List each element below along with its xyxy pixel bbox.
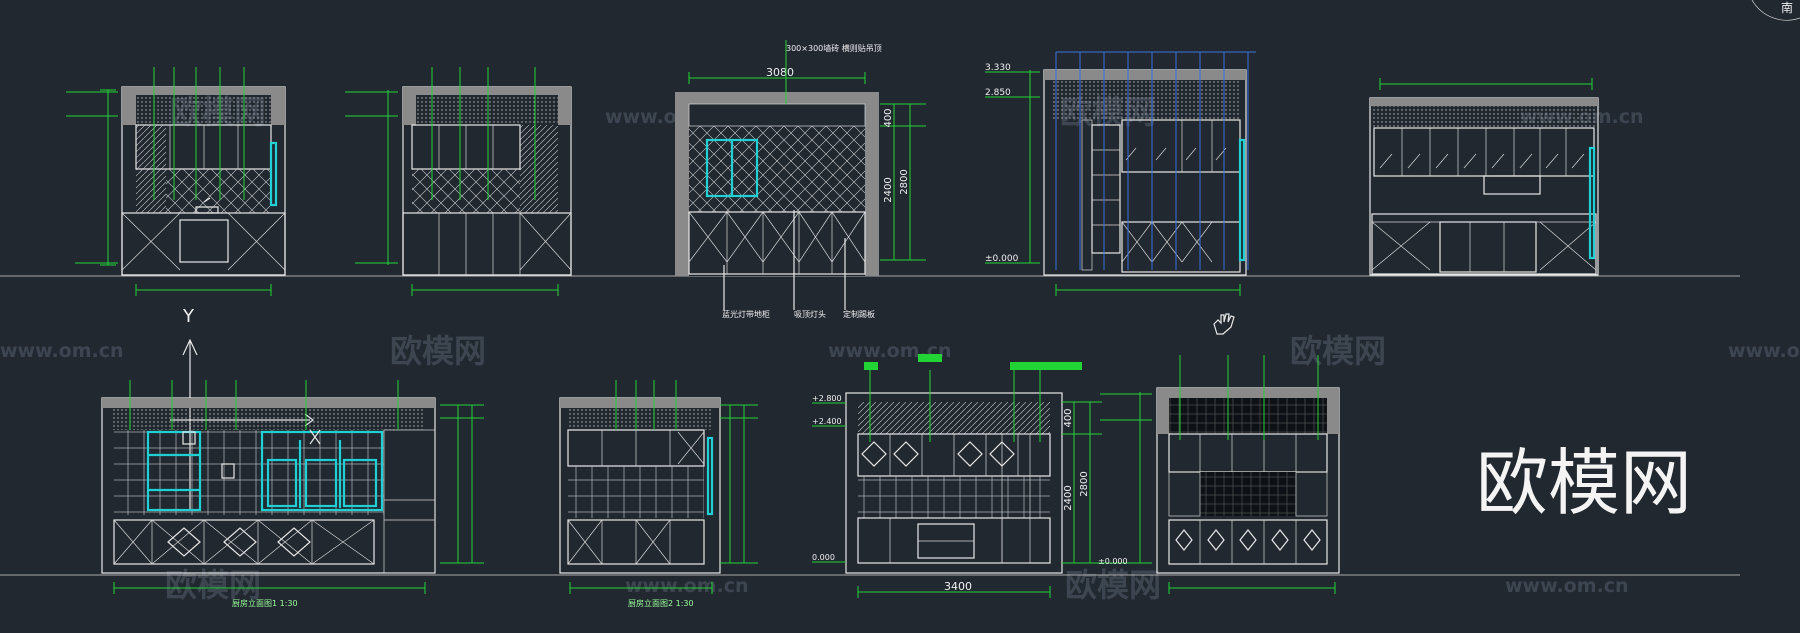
elevation-top-2[interactable] <box>345 67 572 296</box>
watermark-url: www.om.cn <box>0 340 124 362</box>
elevation-bottom-4[interactable]: ±0.000 <box>1098 355 1340 594</box>
watermark-url: www.om.cn <box>1505 575 1629 597</box>
elev-0000: ±0.000 <box>985 254 1019 264</box>
watermark-brand: 欧模网 <box>165 566 261 604</box>
pan-cursor-icon <box>1213 313 1235 335</box>
dim-400b: 400 <box>1063 408 1074 427</box>
caption-1: 厨房立面图1 1:30 <box>232 598 298 608</box>
watermark-url: www.om.cn <box>625 575 749 597</box>
elevation-bottom-3[interactable]: 3400 400 2400 2800 +2.800 +2.400 0.000 <box>812 354 1102 598</box>
watermark-url: www.om.cn <box>1728 340 1800 362</box>
watermark-brand: 欧模网 <box>1065 566 1161 604</box>
watermark-brand: 欧模网 <box>390 332 486 370</box>
elevation-top-1[interactable] <box>66 67 286 296</box>
dim-2400a: 2400 <box>883 177 894 202</box>
dim-3080: 3080 <box>766 66 794 79</box>
elevation-bottom-1[interactable]: 厨房立面图1 1:30 <box>101 380 484 608</box>
y-axis-label: Y <box>182 306 195 327</box>
elev-0000c: 0.000 <box>812 553 835 562</box>
elevation-top-4[interactable]: 3.330 2.850 ±0.000 <box>985 51 1256 296</box>
elev-2850: 2.850 <box>985 88 1011 98</box>
elev-2400: +2.400 <box>812 417 842 426</box>
callout-3: 定制踢板 <box>843 309 875 319</box>
elevation-bottom-2[interactable]: 厨房立面图2 1:30 <box>559 380 758 608</box>
note-top-center: 300×300墙砖 横则贴吊顶 <box>786 43 882 53</box>
compass-label: 南 <box>1781 0 1793 15</box>
caption-2: 厨房立面图2 1:30 <box>628 598 694 608</box>
callout-1: 蓝光灯带地柜 <box>722 309 770 319</box>
elev-0000b: ±0.000 <box>1098 557 1128 566</box>
watermark-brand: 欧模网 <box>1290 332 1386 370</box>
dim-3400: 3400 <box>944 580 972 593</box>
callout-2: 吸顶灯头 <box>794 309 826 319</box>
compass-corner: 南 <box>1751 0 1800 21</box>
elevation-top-5[interactable] <box>1369 78 1599 276</box>
elevation-top-3[interactable]: 3080 300×300墙砖 横则贴吊顶 400 2400 2800 蓝光灯带地… <box>675 40 926 319</box>
brand-logo-text: 欧模网 <box>1476 441 1692 525</box>
dim-400a: 400 <box>883 108 894 127</box>
dim-2800a: 2800 <box>899 169 910 194</box>
elev-3330: 3.330 <box>985 63 1011 73</box>
dim-2800b: 2800 <box>1079 471 1090 496</box>
elev-2800: +2.800 <box>812 394 842 403</box>
dim-2400b: 2400 <box>1063 485 1074 510</box>
